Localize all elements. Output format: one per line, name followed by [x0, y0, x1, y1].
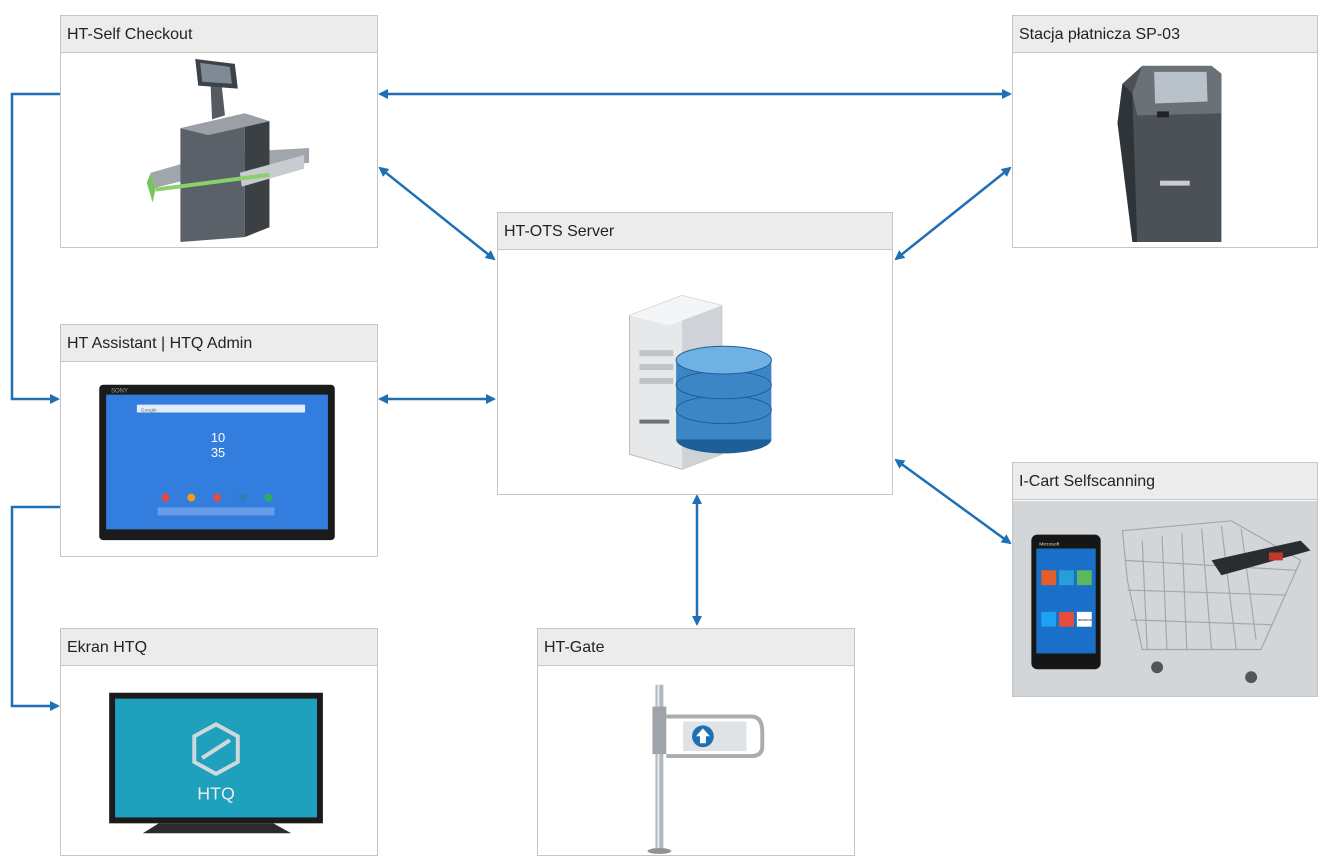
connector-checkout-assistant	[10, 92, 60, 404]
payment-kiosk-icon	[1117, 65, 1222, 243]
arrow-server-icart	[894, 458, 1012, 545]
node-title: HT Assistant | HTQ Admin	[61, 325, 377, 362]
phone-store: amazon	[1078, 617, 1092, 622]
node-ekran[interactable]: Ekran HTQ HTQ	[60, 628, 378, 856]
node-assistant[interactable]: HT Assistant | HTQ Admin SONY Google 10 …	[60, 324, 378, 557]
self-checkout-kiosk-icon	[146, 58, 310, 243]
phone-and-cart-icon: Microsoft amazon	[1013, 501, 1317, 696]
server-database-icon	[629, 295, 772, 470]
node-server[interactable]: HT-OTS Server	[497, 212, 893, 495]
tv-logo-text: HTQ	[197, 784, 235, 804]
node-title: HT-Gate	[538, 629, 854, 666]
node-title: Ekran HTQ	[61, 629, 377, 666]
tablet-clock-hour: 10	[211, 430, 225, 445]
node-title: Stacja płatnicza SP-03	[1013, 16, 1317, 53]
node-payment-station[interactable]: Stacja płatnicza SP-03	[1012, 15, 1318, 248]
node-title: HT-Self Checkout	[61, 16, 377, 53]
tv-screen-icon: HTQ	[109, 692, 323, 834]
tablet-brand: SONY	[111, 389, 128, 395]
tablet-search: Google	[141, 407, 157, 413]
arrow-payment-server	[894, 166, 1012, 261]
gate-icon	[647, 684, 765, 855]
arrow-checkout-server	[378, 166, 496, 261]
tablet-icon: SONY Google 10 35	[99, 384, 335, 541]
node-title: I-Cart Selfscanning	[1013, 463, 1317, 500]
node-self-checkout[interactable]: HT-Self Checkout	[60, 15, 378, 248]
node-icart[interactable]: I-Cart Selfscanning Microsoft amazon	[1012, 462, 1318, 697]
node-gate[interactable]: HT-Gate	[537, 628, 855, 856]
tablet-clock-min: 35	[211, 445, 225, 460]
node-title: HT-OTS Server	[498, 213, 892, 250]
connector-assistant-ekran	[10, 505, 60, 711]
phone-brand: Microsoft	[1039, 542, 1060, 548]
